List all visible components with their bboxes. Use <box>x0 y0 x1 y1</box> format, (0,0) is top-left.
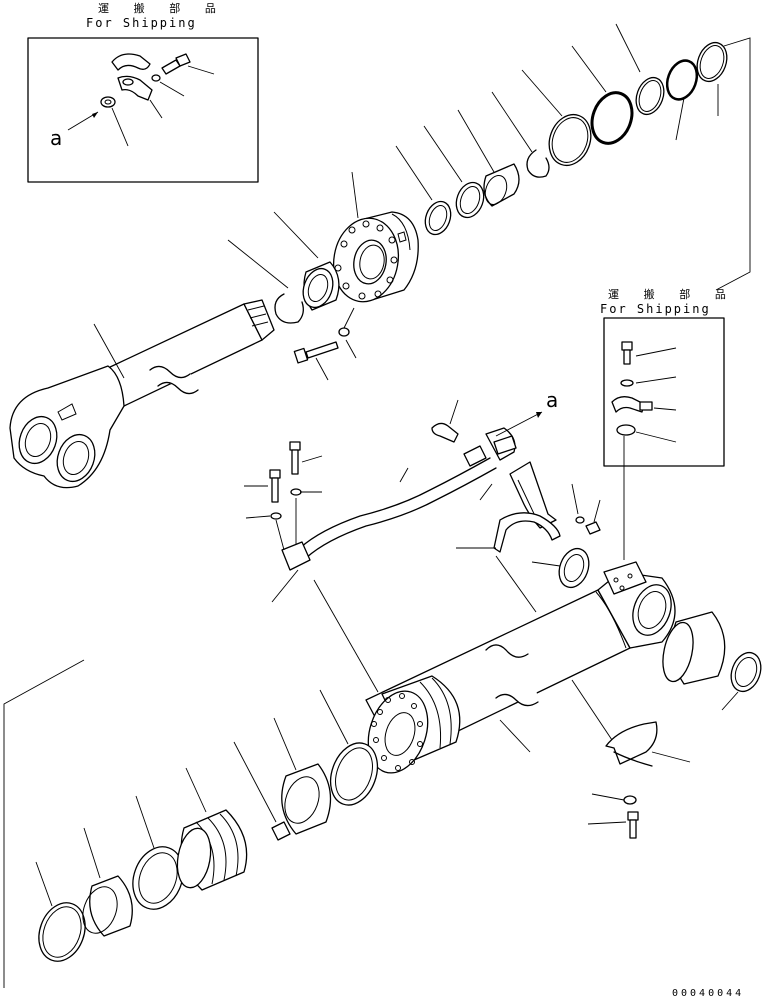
shipping-pin-right <box>617 425 635 435</box>
cylinder-tube <box>314 562 678 781</box>
view-marker-a-right: a <box>546 388 559 412</box>
shipping-nut-top <box>152 75 160 81</box>
cylinder-bottom-bushing-upper <box>532 544 594 591</box>
view-marker-a-top: a <box>50 126 63 150</box>
pipe-bolts <box>244 442 322 550</box>
shipping-label-jp-right: 運 搬 部 品 <box>608 288 735 301</box>
pipe-clamp-lower <box>588 722 690 838</box>
shipping-label-en-right: For Shipping <box>600 302 711 316</box>
shipping-box-right <box>604 318 724 560</box>
shipping-label-jp-top: 運 搬 部 品 <box>98 2 225 15</box>
shipping-washer-right <box>621 380 633 386</box>
head-bushing <box>274 212 339 312</box>
shipping-label-en-top: For Shipping <box>86 16 197 30</box>
part-number: 00040044 <box>672 988 745 999</box>
shipping-bolt-top <box>162 54 190 74</box>
cylinder-head <box>327 172 418 307</box>
cylinder-bottom-bushing-lower <box>572 612 764 746</box>
shipping-clamp-top <box>112 54 152 100</box>
shipping-clamp-right <box>612 397 652 412</box>
shipping-washer-top <box>101 97 115 107</box>
head-snap-ring <box>228 240 303 323</box>
hydraulic-pipe <box>272 400 542 602</box>
leader-lines-top-rings <box>396 24 750 290</box>
pipe-bracket <box>510 462 600 534</box>
piston-seal-kit <box>31 736 386 967</box>
shipping-box-top <box>28 38 258 182</box>
leader-lines-piston-kit <box>4 660 348 988</box>
head-mounting-bolt <box>294 308 356 380</box>
rod-seal-rings <box>421 38 732 238</box>
pipe-clamp-upper <box>456 513 560 612</box>
shipping-bolt-right <box>622 342 632 364</box>
piston-rod <box>10 300 274 488</box>
